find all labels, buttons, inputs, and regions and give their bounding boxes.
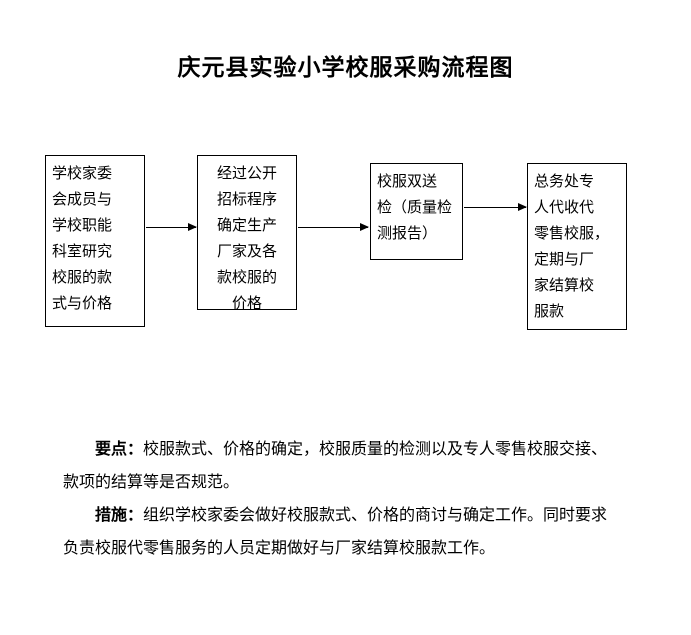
flow-step-1: 学校家委 会成员与 学校职能 科室研究 校服的款 式与价格 (45, 155, 145, 327)
flow-step-2: 经过公开 招标程序 确定生产 厂家及各 款校服的 价格 (197, 155, 297, 312)
note-paragraph-keypoints: 要点：校服款式、价格的确定，校服质量的检测以及专人零售校服交接、款项的结算等是否… (63, 433, 615, 499)
note-label: 措施： (95, 507, 144, 524)
flow-step-4: 总务处专 人代收代 零售校服， 定期与厂 家结算校 服款 (527, 163, 627, 330)
note-paragraph-measures: 措施：组织学校家委会做好校服款式、价格的商讨与确定工作。同时要求负责校服代零售服… (63, 499, 615, 565)
arrow-right-icon (146, 223, 197, 231)
note-text: 校服款式、价格的确定，校服质量的检测以及专人零售校服交接、款项的结算等是否规范。 (63, 441, 608, 491)
note-label: 要点： (95, 441, 144, 458)
flow-step-3: 校服双送 检（质量检 测报告） (370, 163, 463, 260)
page-title: 庆元县实验小学校服采购流程图 (177, 55, 514, 80)
arrow-right-icon (298, 223, 369, 231)
arrow-right-icon (464, 203, 527, 211)
notes-section: 要点：校服款式、价格的确定，校服质量的检测以及专人零售校服交接、款项的结算等是否… (63, 433, 615, 565)
note-text: 组织学校家委会做好校服款式、价格的商讨与确定工作。同时要求负责校服代零售服务的人… (63, 507, 608, 557)
